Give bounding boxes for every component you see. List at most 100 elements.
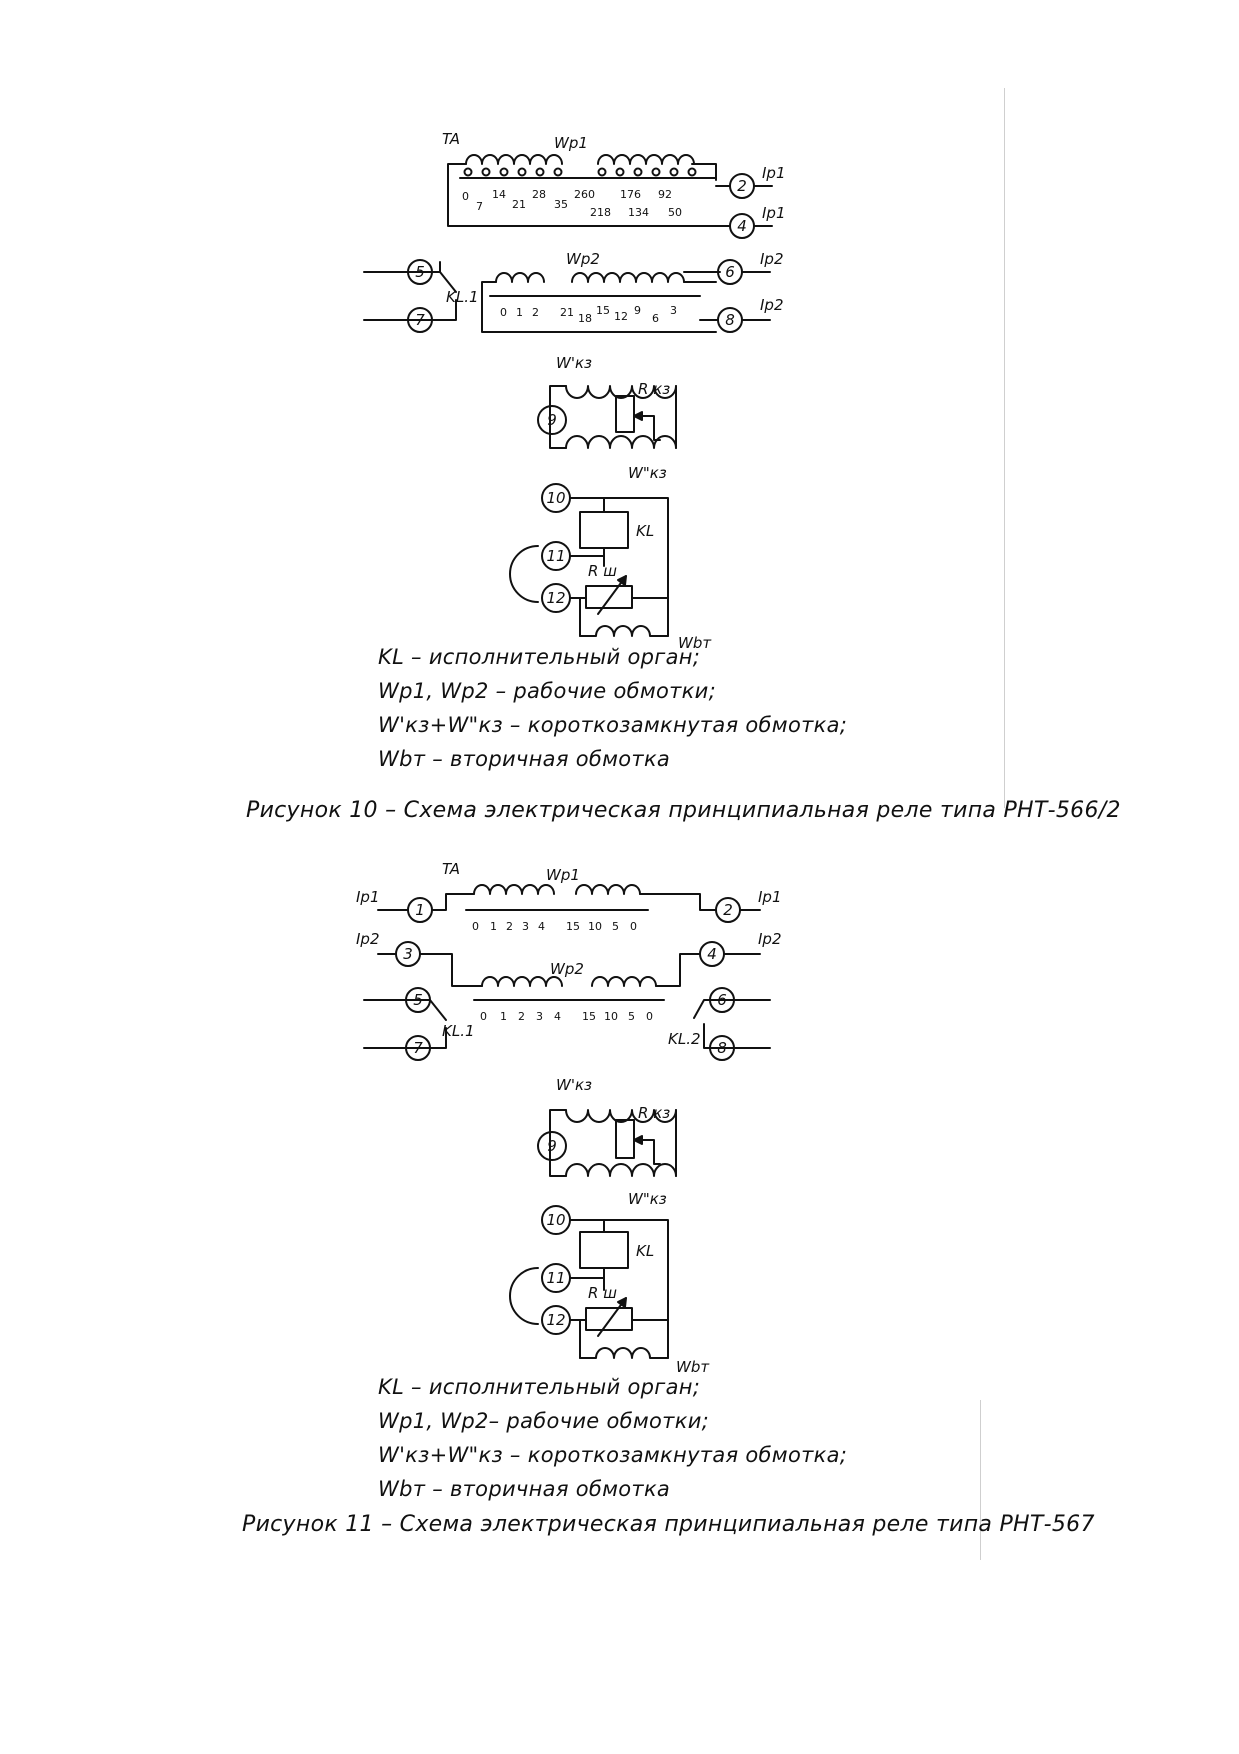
fig11-wp1-winding xyxy=(377,884,761,911)
fig11-node-label-12: 12 xyxy=(546,1311,565,1329)
fig11-legend-line-1: KL – исполнительный орган; xyxy=(378,1375,701,1399)
fig11-wp1-tap-5: 5 xyxy=(612,920,619,933)
fig10-label-rsh: R ш xyxy=(588,562,617,580)
fig10-rkz-resistor xyxy=(615,395,635,433)
fig10-wp1-coil-right xyxy=(597,154,695,165)
fig11-rsh-wires xyxy=(569,1319,669,1359)
fig10-label-ip2-a: Ip2 xyxy=(760,250,784,268)
fig11-caption: Рисунок 11 – Схема электрическая принцип… xyxy=(242,1512,1095,1537)
fig10-wp2-tap-12: 12 xyxy=(614,310,628,323)
fig10-wkz1-coil xyxy=(565,385,677,399)
fig11-node-label-10: 10 xyxy=(546,1211,565,1229)
fig10-node-label-10: 10 xyxy=(546,489,565,507)
fig11-wp2-coil-left xyxy=(481,976,563,987)
fig11-label-ip1-right: Ip1 xyxy=(758,888,782,906)
fig11-wp2-tap-4: 4 xyxy=(554,1010,561,1023)
fig11-label-wkz1: W'кз xyxy=(556,1076,592,1094)
fig10-node-label-9: 9 xyxy=(547,411,557,429)
fig10-11-12-link xyxy=(509,545,539,603)
fig11-node-label-3: 3 xyxy=(403,945,413,963)
fig11-rkz-wiper xyxy=(639,1139,661,1165)
fig10-wp1-tap-0: 0 xyxy=(462,190,469,203)
fig11-wp2-tap-10: 10 xyxy=(604,1010,618,1023)
fig11-label-ta: TA xyxy=(442,860,460,878)
fig10-legend-line-4: Wbт – вторичная обмотка xyxy=(378,747,671,771)
fig10-label-wkz2: W"кз xyxy=(628,464,667,482)
fig11-wp1-tap-4: 4 xyxy=(538,920,545,933)
fig10-label-ta: TA xyxy=(442,130,460,148)
fig10-wp1-tap-260: 260 xyxy=(574,188,595,201)
fig10-node-label-6: 6 xyxy=(725,263,735,281)
fig10-wp1-tap-134: 134 xyxy=(628,206,649,219)
fig11-wp2-winding xyxy=(369,953,761,1049)
fig10-wp2-tap-1: 1 xyxy=(516,306,523,319)
fig11-label-ip1-left: Ip1 xyxy=(356,888,380,906)
fig10-node-5 xyxy=(407,259,433,285)
fig10-node-12 xyxy=(541,583,571,613)
fig10-node-label-12: 12 xyxy=(546,589,565,607)
fig11-legend-line-3: W'кз+W"кз – короткозамкнутая обмотка; xyxy=(378,1443,848,1467)
fig10-node-label-5: 5 xyxy=(415,263,425,281)
fig10-label-ip2-b: Ip2 xyxy=(760,296,784,314)
fig11-label-kl: KL xyxy=(636,1242,654,1260)
fig11-wp2-tap-1: 1 xyxy=(500,1010,507,1023)
fig11-executive-block xyxy=(509,1219,669,1359)
fig10-labels: TA Wp1 Ip1 Ip1 Wp2 Ip2 Ip2 KL.1 W'кз R к… xyxy=(415,130,785,652)
fig11-short-circuit-winding xyxy=(549,1109,677,1177)
fig11-wp2-tap-2: 2 xyxy=(518,1010,525,1023)
fig11-label-kl2: KL.2 xyxy=(668,1030,701,1048)
fig10-legend-line-3: W'кз+W"кз – короткозамкнутая обмотка; xyxy=(378,713,848,737)
fig10-wp1-tap-14: 14 xyxy=(492,188,506,201)
fig11-wbt-coil xyxy=(579,1347,669,1359)
fig11-node-4 xyxy=(699,941,725,967)
fig11-wp2-coil-right xyxy=(591,976,657,987)
fig10-wp1-tap-218: 218 xyxy=(590,206,611,219)
fig10-wp2-coil-right xyxy=(571,272,685,283)
fig11-terminals xyxy=(363,897,771,1335)
fig11-wp1-tap-1: 1 xyxy=(490,920,497,933)
fig10-wkz2-coil xyxy=(565,435,677,449)
fig10-top-bus xyxy=(569,497,669,603)
fig11-node-label-2: 2 xyxy=(723,901,733,919)
fig11-node-10 xyxy=(541,1205,571,1235)
fig11-wp1-coil-left xyxy=(473,884,555,895)
fig10-wp2-tap-15: 15 xyxy=(596,304,610,317)
fig11-kl-coil-box xyxy=(579,1231,629,1269)
fig11-rsh-resistor xyxy=(585,1307,633,1331)
fig10-wp2-coil-left xyxy=(495,272,545,283)
fig10-legend-line-2: Wp1, Wp2 – рабочие обмотки; xyxy=(378,679,716,703)
fig11-node-label-7: 7 xyxy=(413,1039,423,1057)
fig11-wp1-tap-2: 2 xyxy=(506,920,513,933)
fig10-node-6 xyxy=(717,259,743,285)
fig10-wp2-tap-21: 21 xyxy=(560,306,574,319)
fig10-wp1-tap-35: 35 xyxy=(554,198,568,211)
fig10-node-label-8: 8 xyxy=(725,311,735,329)
fig10-wp2-tap-6: 6 xyxy=(652,312,659,325)
fig11-wire-4 xyxy=(655,953,761,987)
fig11-wp2-tap-15: 15 xyxy=(582,1010,596,1023)
fig10-label-rkz: R кз xyxy=(638,380,670,398)
fig10-executive-block xyxy=(509,497,669,637)
fig10-terminals xyxy=(363,173,755,613)
fig10-label-ip1-b: Ip1 xyxy=(762,204,786,222)
fig10-short-circuit-winding xyxy=(549,385,677,449)
fig11-node-9 xyxy=(537,1131,567,1161)
fig10-node-9 xyxy=(537,405,567,435)
fig11-node-label-1: 1 xyxy=(415,901,425,919)
fig10-label-kl1: KL.1 xyxy=(446,288,479,306)
fig11-wp2-tap-3: 3 xyxy=(536,1010,543,1023)
fig10-node-8 xyxy=(717,307,743,333)
fig11-wp1-tap-3: 3 xyxy=(522,920,529,933)
fig11-node-label-6: 6 xyxy=(717,991,727,1009)
fig11-label-wp2: Wp2 xyxy=(550,960,584,978)
fig11-label-rkz: R кз xyxy=(638,1104,670,1122)
fig10-node-label-4: 4 xyxy=(737,217,747,235)
fig10-wp1-tap-28: 28 xyxy=(532,188,546,201)
fig10-wp1-tap-21: 21 xyxy=(512,198,526,211)
fig11-node-1 xyxy=(407,897,433,923)
fig11-label-wp1: Wp1 xyxy=(546,866,580,884)
fig10-label-kl: KL xyxy=(636,522,654,540)
fig11-wp1-tap-10: 10 xyxy=(588,920,602,933)
fig11-rkz-resistor xyxy=(615,1119,635,1159)
